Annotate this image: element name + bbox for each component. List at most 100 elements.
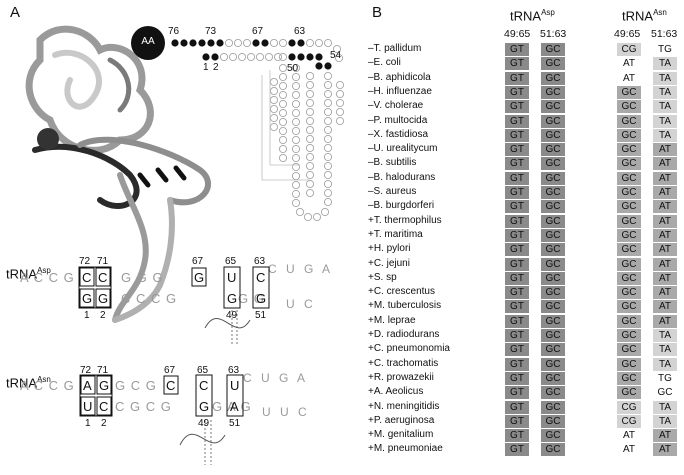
pair-cell-n1: AT — [617, 443, 641, 457]
organism-name: –S. aureus — [368, 186, 417, 197]
pair-cell-a2: GC — [541, 114, 565, 128]
pair-cell-a1: GT — [505, 371, 529, 385]
pair-cell-a1: GT — [505, 57, 529, 71]
ligand-sphere — [37, 128, 59, 150]
asn-num-2: 2 — [101, 418, 107, 429]
figure-a-svg — [25, 25, 345, 323]
asn-box-67: C — [166, 378, 176, 393]
pair-cell-n2: AT — [653, 300, 677, 314]
pair-cell-n2: AT — [653, 314, 677, 328]
pair-cell-a1: GT — [505, 100, 529, 114]
asp-num-67: 67 — [192, 256, 204, 267]
pair-cell-n2: TA — [653, 329, 677, 342]
cloverleaf-num-67: 67 — [252, 26, 264, 37]
asn-top-left: A C C G — [20, 378, 75, 393]
organism-name: +C. trachomatis — [368, 357, 439, 369]
cloverleaf-num-1: 1 — [203, 62, 209, 73]
pair-cell-a1: GT — [505, 214, 529, 228]
asp-num-71: 71 — [97, 256, 109, 267]
asp-bottom-rest: G G — [238, 291, 265, 306]
asn-box-65: C — [199, 378, 209, 393]
pair-cell-n1: GC — [617, 114, 641, 128]
pair-cell-n1: GC — [617, 85, 641, 99]
pair-cell-n1: GC — [617, 143, 641, 157]
organism-name: +P. aeruginosa — [368, 414, 435, 426]
protein-structure-image — [25, 25, 211, 323]
trna-asn-label-sup: Asn — [37, 375, 51, 384]
pair-cell-n1: GC — [617, 186, 641, 199]
pair-cell-a2: GC — [541, 200, 565, 214]
header-trna-asp-sup: Asp — [541, 8, 555, 17]
pair-cell-n1: GC — [617, 128, 641, 142]
pair-cell-n2: AT — [653, 429, 677, 443]
asn-num-63: 63 — [228, 365, 240, 376]
cloverleaf-num-2: 2 — [213, 62, 219, 73]
asn-bottom-left: C G C G — [115, 399, 172, 414]
organism-name: –P. multocida — [368, 114, 428, 126]
asn-box-63: U — [230, 378, 240, 393]
organism-name: –B. halodurans — [368, 171, 436, 183]
asp-box-67: G — [194, 270, 205, 285]
pair-cell-n2: TA — [653, 343, 677, 357]
asp-box-49: G — [227, 291, 238, 306]
asp-num-49: 49 — [226, 310, 238, 321]
pair-cell-a2: GC — [541, 186, 565, 199]
pair-cell-n1: CG — [617, 400, 641, 414]
pair-cell-n2: AT — [653, 286, 677, 300]
asn-box-outlines — [79, 374, 244, 465]
pair-cell-a2: GC — [541, 300, 565, 314]
pair-cell-a2: GC — [541, 257, 565, 271]
trna-cloverleaf-diagram — [131, 26, 345, 222]
pair-cell-n1: GC — [617, 171, 641, 185]
pair-cell-n1: GC — [617, 271, 641, 285]
pair-cell-a2: GC — [541, 143, 565, 157]
pair-cell-a2: GC — [541, 429, 565, 443]
pair-cell-n2: AT — [653, 271, 677, 285]
pair-cell-a2: GC — [541, 343, 565, 357]
pair-cell-n2: TA — [653, 414, 677, 428]
pair-cell-a2: GC — [541, 214, 565, 228]
pair-cell-a2: GC — [541, 400, 565, 414]
pair-cell-n1: GC — [617, 329, 641, 342]
pair-cell-a2: GC — [541, 414, 565, 428]
pair-cell-n2: TA — [653, 57, 677, 71]
pair-cell-a2: GC — [541, 43, 565, 56]
asn-box-1: U — [83, 399, 93, 414]
asp-top-left: A C C G — [20, 270, 75, 285]
pair-cell-n2: AT — [653, 157, 677, 171]
col-header-asp-51-63: 51:63 — [540, 28, 567, 40]
header-trna-asn-main: tRNA — [622, 8, 654, 24]
pair-cell-n2: AT — [653, 171, 677, 185]
pair-cell-n1: GC — [617, 386, 641, 400]
trna-asp-label-sup: Asp — [37, 266, 51, 275]
pair-cell-a1: GT — [505, 243, 529, 257]
organism-name: +D. radiodurans — [368, 329, 440, 340]
asn-box-2: C — [99, 399, 109, 414]
pair-cell-a1: GT — [505, 128, 529, 142]
organism-name: –E. coli — [368, 57, 401, 69]
pair-cell-a1: GT — [505, 429, 529, 443]
pair-cell-a1: GT — [505, 300, 529, 314]
asn-num-72: 72 — [80, 365, 92, 376]
organism-name: –T. pallidum — [368, 43, 422, 54]
pair-cell-a1: GT — [505, 157, 529, 171]
asp-num-63: 63 — [254, 256, 266, 267]
pair-cell-n1: GC — [617, 228, 641, 242]
header-trna-asn-sup: Asn — [653, 8, 667, 17]
pair-cell-a2: GC — [541, 100, 565, 114]
pair-cell-a1: GT — [505, 443, 529, 457]
pair-cell-n2: TA — [653, 357, 677, 371]
organism-name: +H. pylori — [368, 243, 411, 255]
pair-cell-a1: GT — [505, 400, 529, 414]
organism-name: +M. genitalium — [368, 429, 434, 441]
asp-num-51: 51 — [255, 310, 267, 321]
col-header-asn-51-63: 51:63 — [651, 28, 678, 40]
pair-cell-n1: CG — [617, 43, 641, 56]
asp-num-1: 1 — [84, 310, 90, 321]
pair-cell-n2: AT — [653, 228, 677, 242]
col-header-asn-49-65: 49:65 — [614, 28, 641, 40]
pair-cell-n1: AT — [617, 71, 641, 85]
pair-cell-n1: GC — [617, 357, 641, 371]
asp-top-rest: G G G — [121, 270, 164, 285]
pair-cell-n2: AT — [653, 200, 677, 214]
